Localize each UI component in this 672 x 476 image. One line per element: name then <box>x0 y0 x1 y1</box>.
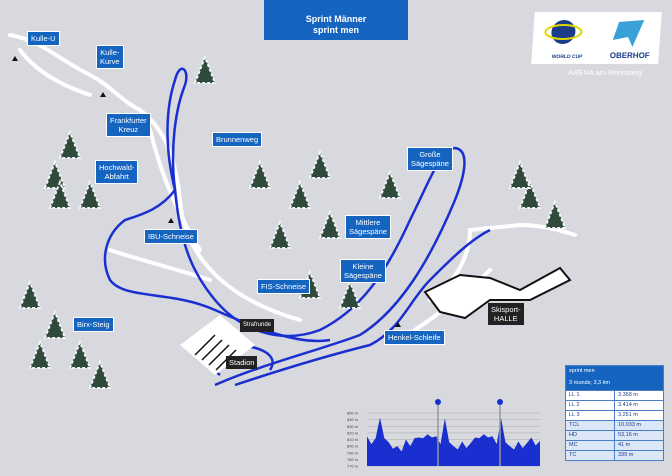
y-tick-label: 830 m <box>347 424 359 429</box>
label-skisport-halle: Skisport- HALLE <box>488 303 524 325</box>
tree-icon <box>378 169 402 199</box>
y-tick-label: 790 m <box>347 450 359 455</box>
tree-icon <box>88 359 112 389</box>
tree-icon <box>288 179 312 209</box>
label-fis-schneise: FIS-Schneise <box>257 279 311 294</box>
table-subtitle: 3 rounds; 3,3 km <box>566 378 663 390</box>
label-grosse-saegespaene: Große Sägespäne <box>407 147 453 171</box>
table-row: LL 2 3.414 m <box>566 400 663 410</box>
prone-shooter-icon <box>435 399 441 405</box>
label-strafrunde: Strafrunde <box>240 319 275 332</box>
row-value: 339 m <box>614 451 663 460</box>
row-label: LL 2 <box>569 402 580 408</box>
row-value: 10.033 m <box>614 421 663 430</box>
table-row: LL 1 3.368 m <box>566 390 663 400</box>
tree-icon <box>68 339 92 369</box>
tree-icon <box>543 199 567 229</box>
y-tick-label: 770 m <box>347 464 359 469</box>
tree-icon <box>268 219 292 249</box>
tree-icon <box>58 129 82 159</box>
label-kulle-kurve: Kulle- Kurve <box>96 45 124 69</box>
label-mittlere-saegespaene: Mittlere Sägespäne <box>345 215 391 239</box>
row-value: 41 m <box>614 441 663 450</box>
logo: WORLD CUP OBERHOF <box>531 12 662 64</box>
label-hochwald-abfahrt: Hochwald- Abfahrt <box>95 160 139 184</box>
tree-icon <box>308 149 332 179</box>
label-frankfurter-kreuz: Frankfurter Kreuz <box>106 113 151 137</box>
row-value: 3.368 m <box>614 391 663 400</box>
skisport-halle-track <box>423 266 572 320</box>
table-row: MC 41 m <box>566 440 663 450</box>
label-kulle-u: Kulle-U <box>27 31 60 46</box>
elevation-area <box>367 417 540 466</box>
table-title: sprint men <box>566 366 663 378</box>
tree-icon <box>43 159 67 189</box>
tree-icon <box>508 159 532 189</box>
standing-shooter-icon <box>497 399 503 405</box>
ibu-oberhof-logo: WORLD CUP OBERHOF <box>544 20 650 60</box>
label-brunnenweg: Brunnenweg <box>212 132 263 147</box>
tree-icon <box>518 179 542 209</box>
direction-marker <box>12 56 18 61</box>
y-tick-label: 810 m <box>347 437 359 442</box>
direction-marker <box>100 92 106 97</box>
tree-icon <box>248 159 272 189</box>
row-label: LL 1 <box>569 392 580 398</box>
svg-text:WORLD CUP: WORLD CUP <box>551 54 583 60</box>
y-tick-label: 800 m <box>347 444 359 449</box>
y-tick-label: 840 m <box>347 417 359 422</box>
row-label: TC <box>569 452 577 458</box>
table-row: TC 339 m <box>566 450 663 460</box>
tree-icon <box>78 179 102 209</box>
table-row: HD 53,16 m <box>566 430 663 440</box>
label-birx-steig: Birx-Steig <box>73 317 114 332</box>
title-en: sprint men <box>312 25 359 35</box>
arena-subtitle: ARENA am Rennsteig <box>568 68 642 77</box>
svg-text:OBERHOF: OBERHOF <box>609 51 650 60</box>
y-tick-label: 780 m <box>347 457 359 462</box>
row-value: 3.414 m <box>614 401 663 410</box>
row-label: TCL <box>569 422 580 428</box>
tree-icon <box>193 54 217 84</box>
row-label: MC <box>569 442 578 448</box>
row-label: LL 3 <box>569 412 580 418</box>
direction-marker <box>168 218 174 223</box>
title-de: Sprint Männer <box>305 14 367 24</box>
label-stadion: Stadion <box>226 356 258 369</box>
table-row: LL 3 3.251 m <box>566 410 663 420</box>
label-kleine-saegespaene: Kleine Sägespäne <box>340 259 386 283</box>
tree-icon <box>318 209 342 239</box>
tree-icon <box>43 309 67 339</box>
tree-icon <box>18 279 42 309</box>
tree-icon <box>28 339 52 369</box>
row-value: 53,16 m <box>614 431 663 440</box>
row-label: HD <box>569 432 577 438</box>
title-box: Sprint Männer sprint men <box>264 0 408 40</box>
tree-icon <box>338 279 362 309</box>
y-tick-label: 820 m <box>347 430 359 435</box>
label-ibu-schneise: IBU-Schneise <box>144 229 198 244</box>
table-row: TCL 10.033 m <box>566 420 663 430</box>
label-henkel-schleife: Henkel-Schleife <box>384 330 445 345</box>
y-tick-label: 850 m <box>347 411 359 416</box>
tree-icon <box>48 179 72 209</box>
direction-marker <box>395 322 401 327</box>
row-value: 3.251 m <box>614 411 663 420</box>
